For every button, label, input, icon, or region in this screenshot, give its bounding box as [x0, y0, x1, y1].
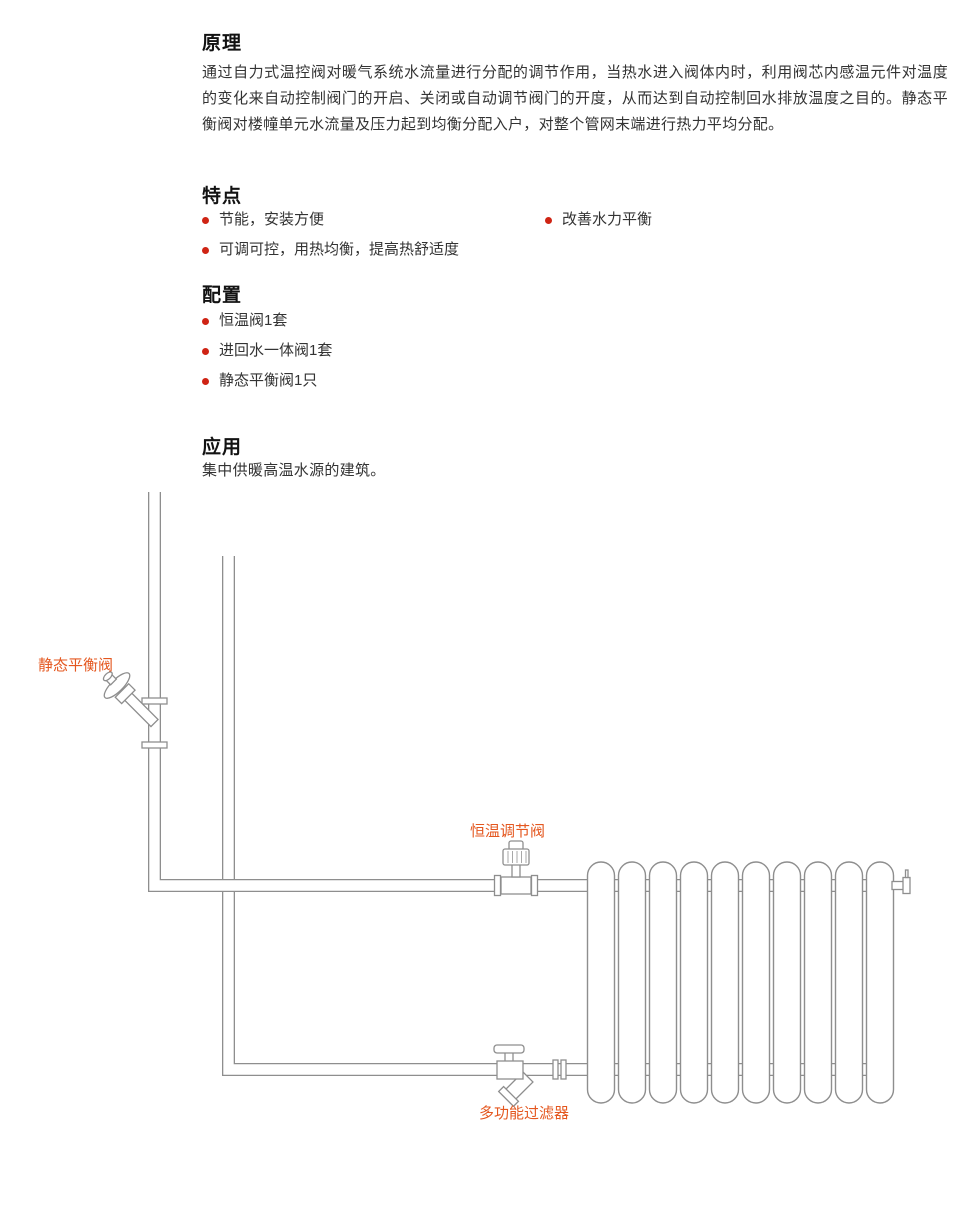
features-heading: 特点 [202, 186, 243, 207]
configuration-item: 进回水一体阀1套 [202, 340, 602, 362]
bullet-icon [545, 217, 552, 224]
feature-item: 改善水力平衡 [545, 209, 950, 231]
thermostatic-valve-icon [493, 840, 539, 897]
principle-body: 通过自力式温控阀对暖气系统水流量进行分配的调节作用，当热水进入阀体内时，利用阀芯… [202, 64, 948, 133]
bullet-icon [202, 348, 209, 355]
feature-text: 节能，安装方便 [219, 211, 325, 228]
configuration-text: 静态平衡阀1只 [219, 372, 318, 389]
bullet-icon [202, 318, 209, 325]
static-balancing-valve-icon [102, 671, 168, 749]
configuration-list: 恒温阀1套 进回水一体阀1套 静态平衡阀1只 [202, 310, 602, 400]
bullet-icon [202, 217, 209, 224]
configuration-heading: 配置 [202, 285, 243, 306]
application-body: 集中供暖高温水源的建筑。 [202, 462, 386, 479]
multifunction-filter-icon [493, 1044, 567, 1108]
static-balancing-valve-label: 静态平衡阀 [38, 657, 114, 674]
features-right-column: 改善水力平衡 [545, 209, 950, 269]
configuration-item: 静态平衡阀1只 [202, 370, 602, 392]
feature-item: 可调可控，用热均衡，提高热舒适度 [202, 239, 545, 261]
piping-diagram [102, 491, 911, 1108]
configuration-text: 进回水一体阀1套 [219, 342, 333, 359]
radiator-symbol [586, 861, 895, 1104]
configuration-item: 恒温阀1套 [202, 310, 602, 332]
application-heading: 应用 [202, 437, 243, 458]
principle-heading: 原理 [202, 33, 243, 54]
thermostatic-valve-label: 恒温调节阀 [470, 823, 546, 840]
multifunction-filter-label: 多功能过滤器 [479, 1105, 570, 1122]
bullet-icon [202, 378, 209, 385]
bullet-icon [202, 247, 209, 254]
feature-text: 可调可控，用热均衡，提高热舒适度 [219, 241, 460, 258]
feature-text: 改善水力平衡 [562, 211, 653, 228]
configuration-text: 恒温阀1套 [219, 312, 288, 329]
features-left-column: 节能，安装方便 可调可控，用热均衡，提高热舒适度 [202, 209, 545, 269]
features-list: 节能，安装方便 可调可控，用热均衡，提高热舒适度 改善水力平衡 [202, 209, 950, 269]
feature-item: 节能，安装方便 [202, 209, 545, 231]
air-vent-valve-icon [891, 869, 911, 895]
